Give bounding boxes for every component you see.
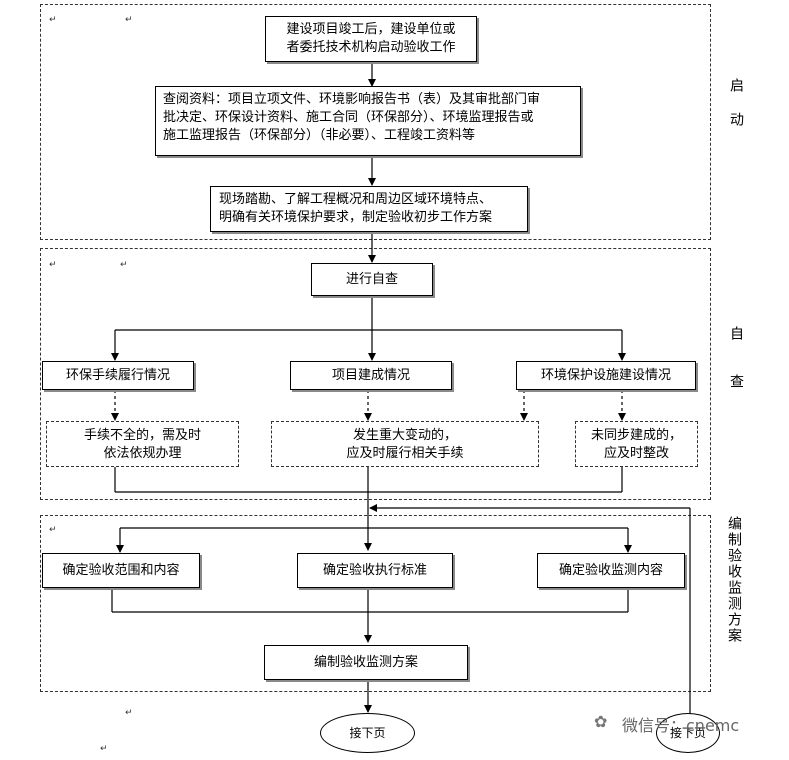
review-docs-line-1: 查阅资料：项目立项文件、环境影响报告书（表）及其审批部门审 [163, 92, 541, 107]
paragraph-mark: ↵ [120, 260, 128, 270]
start-acceptance-line-2: 者委托技术机构启动验收工作 [286, 40, 456, 55]
site-survey-box: 现场踏勘、了解工程概况和周边区域环境特点、 明确有关环境保护要求，制定验收初步工… [210, 186, 528, 232]
section-label-start: 启动 [726, 78, 746, 146]
review-docs-box: 查阅资料：项目立项文件、环境影响报告书（表）及其审批部门审 批决定、环保设计资料… [155, 86, 581, 156]
major-change-line-1: 发生重大变动的， [352, 428, 457, 443]
monitor-content-label: 确定验收监测内容 [558, 563, 663, 578]
region-start [40, 4, 711, 240]
major-change-line-2: 应及时履行相关手续 [346, 446, 464, 461]
review-docs-line-2: 批决定、环保设计资料、施工合同（环保部分）、环境监理报告或 [163, 110, 534, 125]
next-page-oval: 接下页 [320, 713, 415, 753]
wechat-icon: ✿ [594, 712, 608, 731]
paragraph-mark: ↵ [49, 260, 57, 270]
next-page-right-label: 接下页 [669, 726, 706, 740]
start-acceptance-box: 建设项目竣工后，建设单位或 者委托技术机构启动验收工作 [265, 16, 477, 62]
review-docs-line-3: 施工监理报告（环保部分）（非必要）、工程竣工资料等 [163, 128, 476, 143]
project-build-label: 项目建成情况 [331, 368, 410, 383]
scope-box: 确定验收范围和内容 [42, 553, 200, 588]
self-check-box: 进行自查 [311, 263, 433, 296]
start-acceptance-line-1: 建设项目竣工后，建设单位或 [286, 22, 456, 37]
site-survey-line-2: 明确有关环境保护要求，制定验收初步工作方案 [219, 210, 493, 225]
incomplete-line-2: 依法依规办理 [103, 446, 182, 461]
compile-plan-box: 编制验收监测方案 [264, 645, 468, 680]
env-procedures-label: 环保手续履行情况 [65, 368, 170, 383]
major-change-box: 发生重大变动的， 应及时履行相关手续 [271, 421, 539, 467]
paragraph-mark: ↵ [49, 525, 57, 535]
section-self-check-text: 自查 [728, 326, 744, 422]
section-label-plan: 编制验收监测方案 [724, 516, 744, 644]
incomplete-line-1: 手续不全的，需及时 [83, 428, 201, 443]
not-synchronous-line-2: 应及时整改 [603, 446, 669, 461]
section-label-self-check: 自查 [726, 326, 746, 422]
paragraph-mark: ↵ [100, 744, 108, 754]
env-facilities-label: 环境保护设施建设情况 [540, 368, 671, 383]
section-plan-text: 编制验收监测方案 [726, 516, 742, 644]
region-plan [40, 515, 711, 692]
next-page-label: 接下页 [349, 726, 386, 740]
monitor-content-box: 确定验收监测内容 [537, 553, 685, 588]
paragraph-mark: ↵ [125, 708, 133, 718]
section-start-text: 启动 [728, 78, 744, 146]
next-page-oval-right: 接下页 [656, 713, 720, 753]
not-synchronous-line-1: 未同步建成的， [590, 428, 682, 443]
paragraph-mark: ↵ [125, 15, 133, 25]
env-facilities-box: 环境保护设施建设情况 [516, 361, 696, 390]
site-survey-line-1: 现场踏勘、了解工程概况和周边区域环境特点、 [219, 192, 493, 207]
region-self-check [40, 248, 711, 500]
incomplete-box: 手续不全的，需及时 依法依规办理 [46, 421, 239, 467]
self-check-label: 进行自查 [345, 272, 398, 287]
watermark-text: 微信号：cnemc [622, 716, 740, 735]
env-procedures-box: 环保手续履行情况 [42, 361, 194, 390]
standard-label: 确定验收执行标准 [322, 563, 427, 578]
paragraph-mark: ↵ [49, 15, 57, 25]
standard-box: 确定验收执行标准 [297, 553, 453, 588]
project-build-box: 项目建成情况 [290, 361, 452, 390]
compile-plan-label: 编制验收监测方案 [313, 655, 418, 670]
scope-label: 确定验收范围和内容 [62, 563, 180, 578]
not-synchronous-box: 未同步建成的， 应及时整改 [575, 421, 698, 467]
